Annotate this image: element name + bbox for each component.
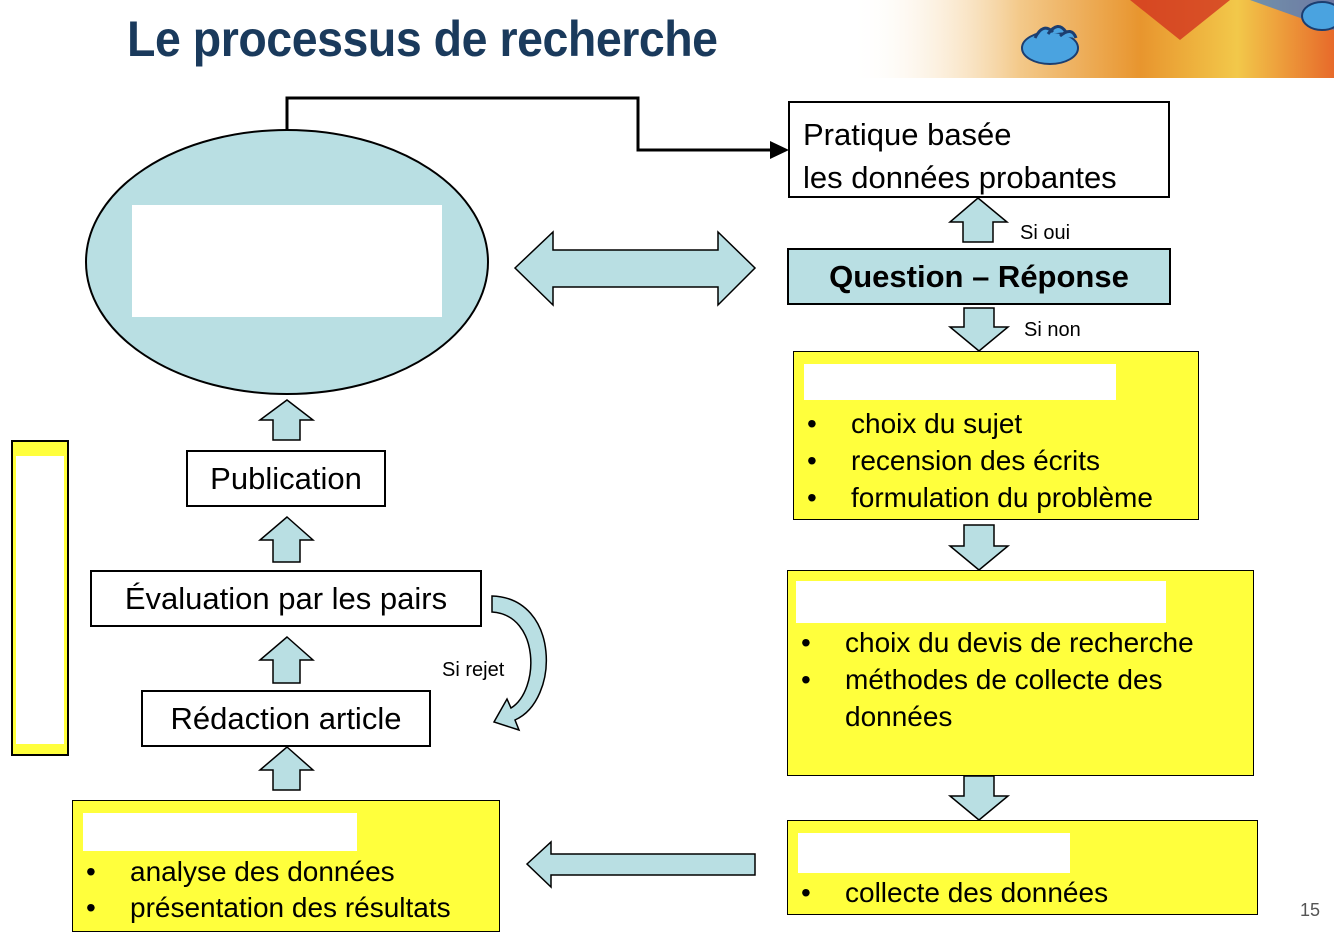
peer-review-box: Évaluation par les pairs [90,570,482,627]
up-arrow-redaction [257,746,315,791]
phase1-hidden-title [804,364,1116,400]
si-non-label: Si non [1024,319,1081,341]
list-item: •analyse des données [86,856,395,887]
down-arrow-si-non [947,307,1011,352]
ellipse-hidden-label [132,205,442,317]
question-response-label: Question – Réponse [829,258,1129,294]
vertical-sidebar-box [11,440,69,756]
phase1-list: •choix du sujet •recension des écrits •f… [807,405,1153,516]
up-arrow-si-oui [947,197,1010,243]
page-number: 15 [1299,900,1320,920]
connector-arrowhead [770,141,789,159]
phase4-list: •analyse des données •présentation des r… [86,854,451,926]
sidebar-yellow-bottom [13,744,67,754]
phase3-list: •collecte des données [801,874,1108,911]
up-arrow-publication-from-eval [257,516,315,563]
peer-review-label: Évaluation par les pairs [124,580,448,616]
publication-box: Publication [186,450,386,507]
phase4-hidden-title [83,813,357,851]
down-arrow-phase2-phase3 [947,775,1011,821]
sidebar-yellow-left [13,442,16,754]
up-arrow-to-ellipse [257,399,316,441]
evidence-practice-box: Pratique basée les données probantes [788,101,1170,198]
evidence-line1: Pratique basée [803,117,1012,152]
list-item-continuation: données [845,701,953,732]
list-item: •recension des écrits [807,445,1101,476]
glove-icon-2 [1301,1,1334,31]
phase2-hidden-title [796,581,1166,623]
phase3-hidden-title [798,833,1070,873]
left-arrow-phase3-phase4 [525,840,756,889]
article-writing-box: Rédaction article [141,690,431,747]
article-writing-label: Rédaction article [170,700,402,736]
list-item: •collecte des données [801,877,1109,908]
si-oui-label: Si oui [1020,222,1071,244]
question-response-box: Question – Réponse [787,248,1171,305]
phase2-list: •choix du devis de recherche •méthodes d… [801,624,1194,735]
publication-label: Publication [210,460,362,496]
connector-line-to-evidence [285,96,782,152]
double-arrow [513,230,757,307]
list-item: •choix du sujet [807,408,1023,439]
list-item: •choix du devis de recherche [801,627,1194,658]
sidebar-yellow-top [13,442,67,456]
page-title: Le processus de recherche [127,11,718,67]
rejection-curved-arrow [491,595,548,732]
list-item: •formulation du problème [807,482,1153,513]
glove-icon [1021,25,1079,65]
phase3-box: •collecte des données [787,820,1258,915]
sidebar-yellow-right [64,442,67,754]
header-banner-image [850,0,1334,78]
evidence-line2: les données probantes [803,160,1117,195]
phase1-box: •choix du sujet •recension des écrits •f… [793,351,1199,520]
si-rejet-label: Si rejet [442,659,505,681]
phase4-box: •analyse des données •présentation des r… [72,800,500,932]
down-arrow-phase1-phase2 [947,524,1011,571]
phase2-box: •choix du devis de recherche •méthodes d… [787,570,1254,776]
up-arrow-evaluation [257,636,315,684]
list-item: •présentation des résultats [86,892,451,923]
list-item: •méthodes de collecte des [801,664,1163,695]
